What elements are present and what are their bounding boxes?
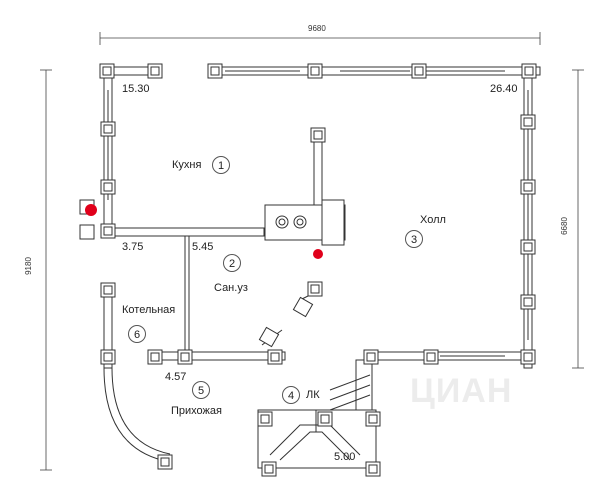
room-name-hall: Холл <box>420 214 446 226</box>
area-wc-right: 5.45 <box>192 241 214 253</box>
room-number-porch: 4 <box>282 386 300 404</box>
area-entrance: 4.57 <box>165 371 187 383</box>
watermark: ЦИАН <box>410 372 513 410</box>
room-name-bathroom: Сан.уз <box>214 282 248 294</box>
room-name-boiler: Котельная <box>122 304 176 316</box>
room-number-entrance: 5 <box>192 381 210 399</box>
stove-fixture <box>264 199 346 246</box>
area-hall: 26.40 <box>490 83 518 95</box>
room-name-kitchen: Кухня <box>172 159 202 171</box>
marker-center <box>313 249 323 259</box>
area-wc-left: 3.75 <box>122 241 144 253</box>
room-number-bathroom: 2 <box>223 254 241 272</box>
marker-left <box>85 204 97 216</box>
dimension-lines <box>40 32 584 471</box>
dimension-left: 9180 <box>23 257 33 275</box>
room-name-entrance: Прихожая <box>171 405 222 417</box>
room-number-hall: 3 <box>405 230 423 248</box>
dimension-top: 9680 <box>308 24 326 33</box>
area-stairs: 5.00 <box>334 451 356 463</box>
area-kitchen: 15.30 <box>122 83 150 95</box>
room-number-boiler: 6 <box>128 325 146 343</box>
room-name-porch: ЛК <box>306 389 320 401</box>
columns <box>79 63 537 477</box>
room-number-kitchen: 1 <box>212 156 230 174</box>
dimension-right: 6680 <box>559 217 569 235</box>
